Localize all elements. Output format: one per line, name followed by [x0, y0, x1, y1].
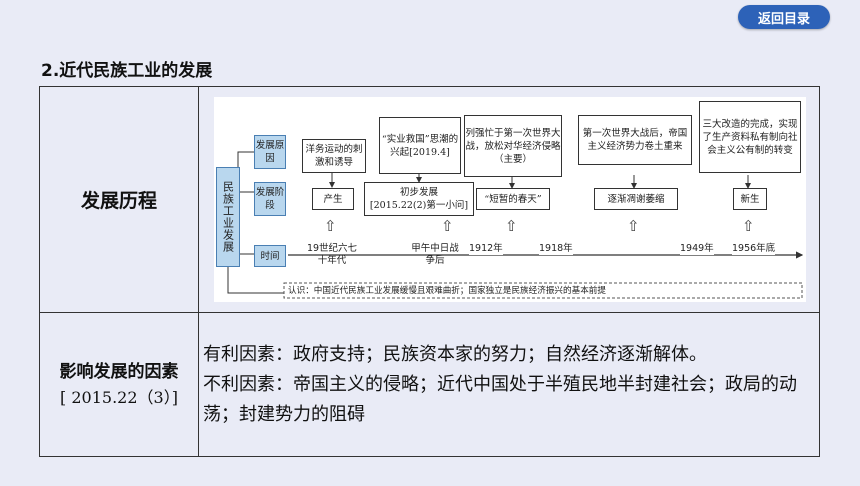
time-4: 1918年 [539, 243, 573, 255]
stage-3: “短暂的春天” [476, 188, 550, 210]
stage-5: 新生 [733, 188, 767, 210]
reason-1: 洋务运动的刺激和诱导 [302, 139, 366, 173]
favorable-factors: 有利因素：政府支持；民族资本家的努力；自然经济逐渐解体。 [203, 343, 707, 365]
category-time: 时间 [254, 245, 286, 267]
up-arrow-icon: ⇧ [742, 217, 755, 235]
stage-1: 产生 [312, 188, 354, 210]
back-to-contents-button[interactable]: 返回目录 [738, 5, 830, 29]
category-reason: 发展原因 [254, 135, 286, 169]
reason-3: 列强忙于第一次世界大战，放松对华经济侵略（主要） [464, 115, 562, 177]
up-arrow-icon: ⇧ [505, 217, 518, 235]
reason-2: “实业救国”思潮的兴起[2019.4] [379, 117, 461, 174]
stage-4: 逐渐凋谢萎缩 [594, 188, 678, 210]
factors-cell: 影响发展的因素 [ 2015.22（3）] [39, 312, 199, 457]
factors-citation: [ 2015.22（3）] [60, 387, 178, 407]
insight-connector [227, 267, 284, 294]
up-arrow-icon: ⇧ [324, 217, 337, 235]
national-industry-main-box: 民族工业发展 [216, 167, 240, 267]
reason-4: 第一次世界大战后，帝国主义经济势力卷土重来 [578, 115, 692, 165]
reason-5: 三大改造的完成，实现了生产资料私有制向社会主义公有制的转变 [699, 101, 801, 173]
time-5: 1949年 [680, 243, 714, 255]
category-bracket [237, 151, 254, 255]
insight-text: 认识：中国近代民族工业发展缓慢且艰难曲折；国家独立是民族经济振兴的基本前提 [288, 286, 606, 296]
time-6: 1956年底 [732, 243, 776, 255]
development-course-label: 发展历程 [80, 190, 157, 212]
up-arrow-icon: ⇧ [627, 217, 640, 235]
time-3: 1912年 [469, 243, 503, 255]
up-arrow-icon: ⇧ [441, 217, 454, 235]
insight-box [283, 282, 803, 299]
development-diagram: 民族工业发展 发展原因 发展阶段 时间 洋务运动的刺激和诱导 “实业救国”思潮的… [214, 97, 806, 302]
development-course-cell: 发展历程 [39, 86, 199, 313]
factors-content: 有利因素：政府支持；民族资本家的努力；自然经济逐渐解体。 不利因素：帝国主义的侵… [198, 312, 820, 457]
category-stage: 发展阶段 [254, 182, 286, 216]
unfavorable-factors: 不利因素：帝国主义的侵略；近代中国处于半殖民地半封建社会；政局的动荡；封建势力的… [203, 373, 797, 425]
section-title: 2.近代民族工业的发展 [41, 61, 213, 81]
time-1: 19世纪六七十年代 [306, 243, 358, 266]
content-table: 发展历程 [39, 86, 820, 457]
time-2: 甲午中日战争后 [411, 243, 459, 266]
stage-2-citation: [2015.22(2)第一小问] [369, 200, 469, 211]
stage-2: 初步发展 [2015.22(2)第一小问] [364, 182, 474, 216]
diagram-cell: 民族工业发展 发展原因 发展阶段 时间 洋务运动的刺激和诱导 “实业救国”思潮的… [198, 86, 820, 313]
factors-label: 影响发展的因素 [59, 361, 179, 382]
